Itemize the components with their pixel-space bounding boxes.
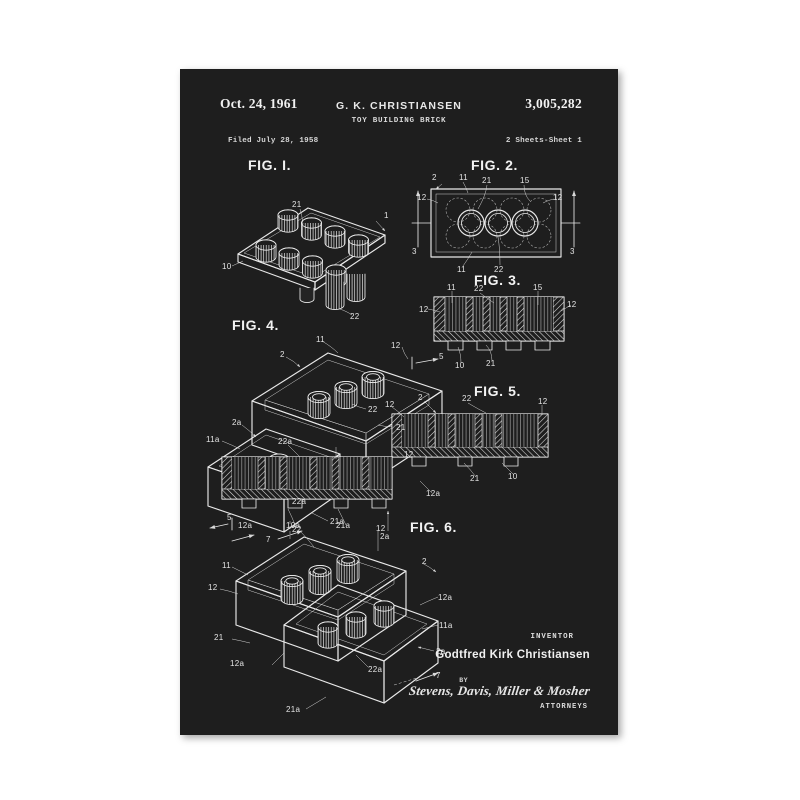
fig5-drawing (221, 400, 549, 532)
ref-fig5-12a: 12 (385, 400, 395, 409)
ref-fig5-2: 2 (418, 393, 423, 402)
fig1-drawing (231, 207, 386, 316)
by-label: BY (459, 677, 468, 684)
ref-fig3-12L: 12 (419, 305, 429, 314)
patent-header: Oct. 24, 1961 G. K. CHRISTIANSEN 3,005,2… (180, 69, 618, 145)
ref-fig2-12L: 12 (417, 193, 427, 202)
ref-fig4-5a: 5 (439, 352, 444, 361)
ref-fig6-21a: 21a (286, 705, 301, 714)
ref-fig1-10: 10 (222, 262, 232, 271)
ref-fig2-22: 22 (494, 265, 504, 274)
ref-fig3-11: 11 (447, 283, 456, 292)
ref-fig4-11: 11 (316, 335, 325, 344)
ref-fig5-21a: 21a (336, 521, 351, 530)
inventor-label: INVENTOR (530, 633, 574, 641)
ref-fig5-2a: 2a (380, 532, 390, 541)
ref-fig6-12a: 12a (230, 659, 245, 668)
ref-fig4-11a: 11a (206, 435, 220, 444)
ref-fig5-21: 21 (470, 474, 480, 483)
ref-fig6-12a2: 12a (438, 593, 453, 602)
ref-fig2-3L: 3 (412, 247, 417, 256)
ref-fig3-21: 21 (486, 359, 496, 368)
fig5-caption: FIG. 5. (474, 383, 521, 399)
ref-fig5-12c: 12a (426, 489, 441, 498)
ref-fig6-12: 12 (376, 524, 386, 533)
ref-fig6-22a: 22a (368, 665, 383, 674)
ref-fig4-22a: 22a (292, 497, 307, 506)
ref-fig6-11a: 11a (439, 621, 453, 630)
ref-fig4-12b: 12 (404, 450, 414, 459)
ref-fig2-3R: 3 (570, 247, 575, 256)
fig2-tubes (457, 209, 539, 237)
ref-fig4-22: 22 (368, 405, 378, 414)
ref-fig4-5b: 5 (227, 513, 232, 522)
ref-fig5-22: 22 (462, 394, 472, 403)
fig1-studs (255, 209, 369, 288)
ref-fig1-1: 1 (384, 211, 389, 220)
inventor-caps: G. K. CHRISTIANSEN (336, 100, 462, 112)
ref-fig4-2a: 2a (232, 418, 242, 427)
ref-fig4-2: 2 (280, 350, 285, 359)
fig4-caption: FIG. 4. (232, 317, 279, 333)
ref-fig5-12b: 12 (538, 397, 548, 406)
ref-fig1-21: 21 (292, 200, 302, 209)
ref-fig6-22: 22 (292, 525, 302, 534)
fig6-drawing (219, 530, 439, 710)
fig6-caption: FIG. 6. (410, 519, 457, 535)
ref-fig5-10: 10 (508, 472, 518, 481)
ref-fig6-7: 7 (436, 671, 441, 680)
ref-fig4-7: 7 (266, 535, 271, 544)
ref-fig3-15: 15 (533, 283, 543, 292)
patent-number: 3,005,282 (525, 96, 582, 111)
ref-fig6-12b: 12 (208, 583, 218, 592)
ref-fig2-11b: 11 (457, 265, 466, 274)
fig6-upper-tubes (280, 553, 360, 605)
ref-fig1-22: 22 (350, 312, 360, 321)
attorneys-label: ATTORNEYS (540, 703, 588, 711)
fig2-caption: FIG. 2. (471, 157, 518, 173)
inventor-name: Godtfred Kirk Christiansen (435, 649, 590, 661)
patent-title: TOY BUILDING BRICK (351, 117, 447, 125)
ref-fig2-11a: 11 (459, 173, 468, 182)
ref-fig6-11: 11 (222, 561, 231, 570)
ref-fig4-21a: 21a (330, 517, 345, 526)
ref-fig4-12a2: 12a (238, 521, 253, 530)
ref-fig4-21: 21 (396, 423, 406, 432)
patent-poster: Oct. 24, 1961 G. K. CHRISTIANSEN 3,005,2… (180, 69, 618, 735)
ref-fig2-12R: 12 (553, 193, 563, 202)
ref-fig3-12R: 12 (567, 300, 577, 309)
fig1-caption: FIG. I. (248, 157, 292, 173)
filing-date: Oct. 24, 1961 (220, 96, 298, 111)
ref-fig2-21: 21 (482, 176, 492, 185)
fig6-lower-tubes (317, 600, 395, 649)
filed-line: Filed July 28, 1958 (228, 137, 319, 145)
ref-fig3-22: 22 (474, 284, 484, 293)
ref-fig6-2a: 2a (436, 647, 446, 656)
fig1-tubes (299, 273, 366, 311)
fig4-drawing (207, 340, 443, 540)
ref-fig4-12a1: 12 (391, 341, 401, 350)
fig3-studs (447, 340, 551, 351)
sheet-count: 2 Sheets-Sheet 1 (505, 137, 582, 145)
fig3-drawing (427, 291, 572, 364)
fig3-tube-sections (465, 296, 525, 332)
ref-fig5-22a: 22a (278, 437, 293, 446)
ref-fig2-15: 15 (520, 176, 530, 185)
fig2-stud-circles (445, 197, 552, 249)
fig3-caption: FIG. 3. (474, 272, 521, 288)
fig4-lower-tubes (240, 453, 290, 489)
attorney-signature: Stevens, Davis, Miller & Mosher (408, 683, 592, 698)
ref-fig5-10a: 10a (286, 521, 301, 530)
ref-fig2-2: 2 (432, 173, 437, 182)
ref-fig6-2: 2 (422, 557, 427, 566)
ref-fig3-10: 10 (455, 361, 465, 370)
ref-fig6-21: 21 (214, 633, 224, 642)
